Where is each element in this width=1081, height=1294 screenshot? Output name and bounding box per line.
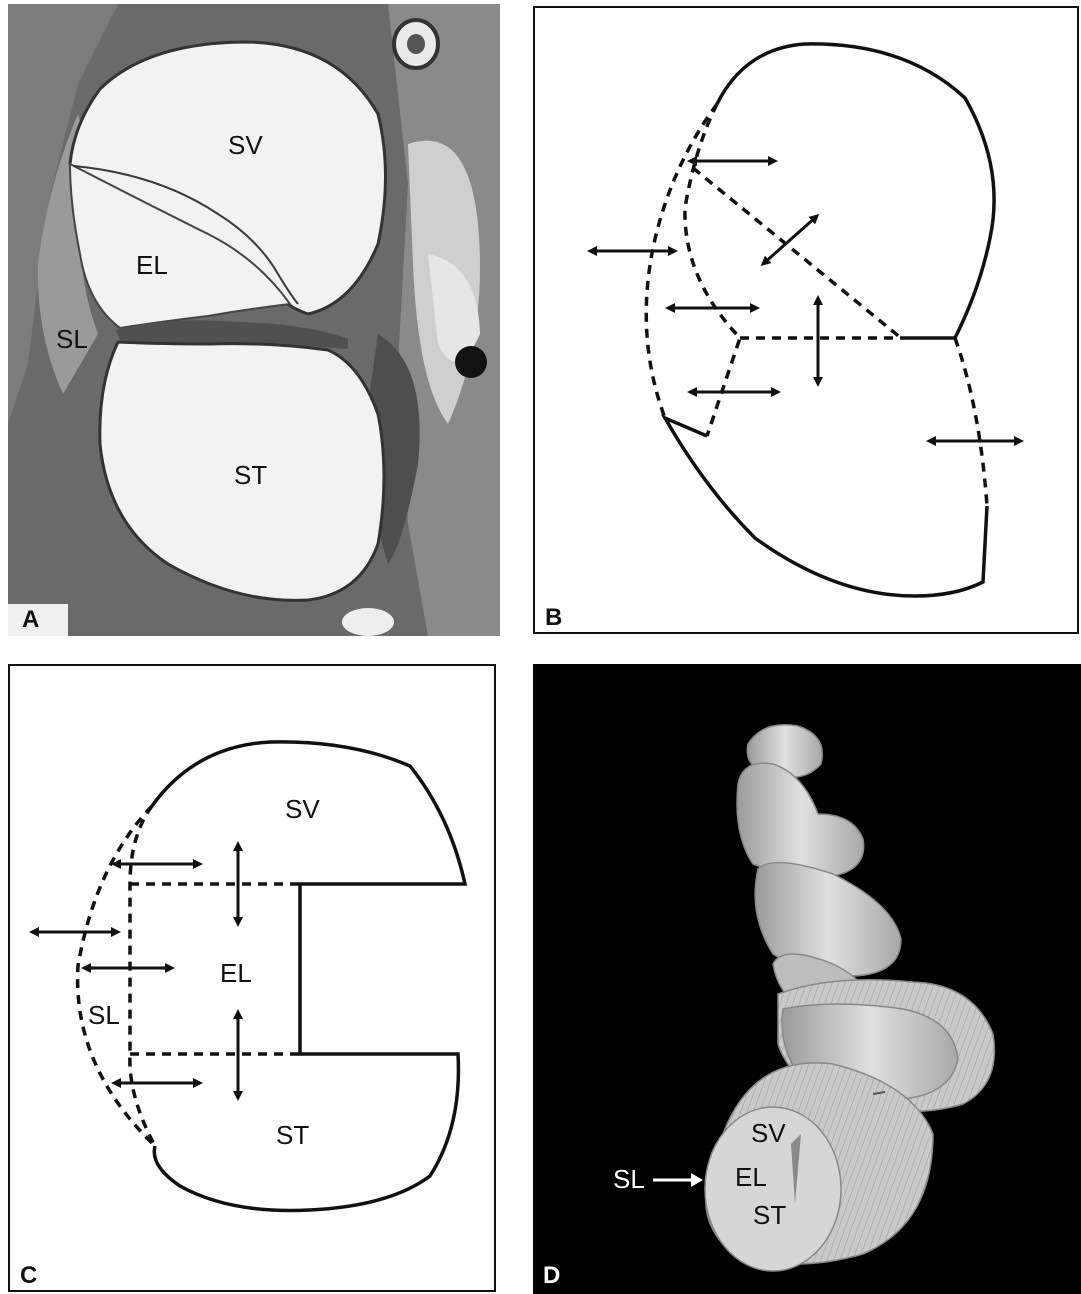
inner-dashed-c: [130, 806, 155, 1146]
panel-letter-d: D: [543, 1264, 560, 1288]
label-el: EL: [136, 252, 168, 278]
panel-b-outline-model: B: [533, 6, 1079, 634]
outer-dashed-c: [78, 806, 155, 1146]
inner-dashed-boundary: [685, 104, 740, 436]
outline-top: [717, 44, 994, 338]
outer-dashed-boundary: [646, 104, 717, 418]
reissner-dashed: [693, 168, 901, 338]
label-el: EL: [735, 1164, 767, 1190]
panel-letter-b: B: [545, 606, 562, 630]
panel-c-simplified-model: SV EL SL ST C: [8, 664, 496, 1292]
simplified-model-diagram: [10, 666, 496, 1292]
label-sl: SL: [88, 1002, 120, 1028]
3d-cochlea-model: [533, 664, 1081, 1294]
double-arrows-c: [32, 844, 238, 1098]
panel-letter-c: C: [20, 1264, 37, 1288]
label-st: ST: [276, 1122, 309, 1148]
double-arrows-b: [590, 161, 1021, 441]
panel-d-3d-model: SV EL SL ST D: [533, 664, 1081, 1294]
label-sv: SV: [285, 796, 320, 822]
label-sl: SL: [613, 1166, 645, 1192]
label-sv: SV: [228, 132, 263, 158]
stria-dashed: [955, 338, 987, 506]
label-sl: SL: [56, 326, 88, 352]
label-st: ST: [753, 1202, 786, 1228]
histology-image: [8, 4, 500, 636]
outline-bottom: [665, 418, 987, 596]
label-st: ST: [234, 462, 267, 488]
panel-letter-a: A: [22, 608, 39, 632]
panel-a-histology: SV EL SL ST A: [8, 4, 500, 636]
outline-model-diagram: [535, 8, 1079, 634]
label-el: EL: [220, 960, 252, 986]
label-sv: SV: [751, 1120, 786, 1146]
